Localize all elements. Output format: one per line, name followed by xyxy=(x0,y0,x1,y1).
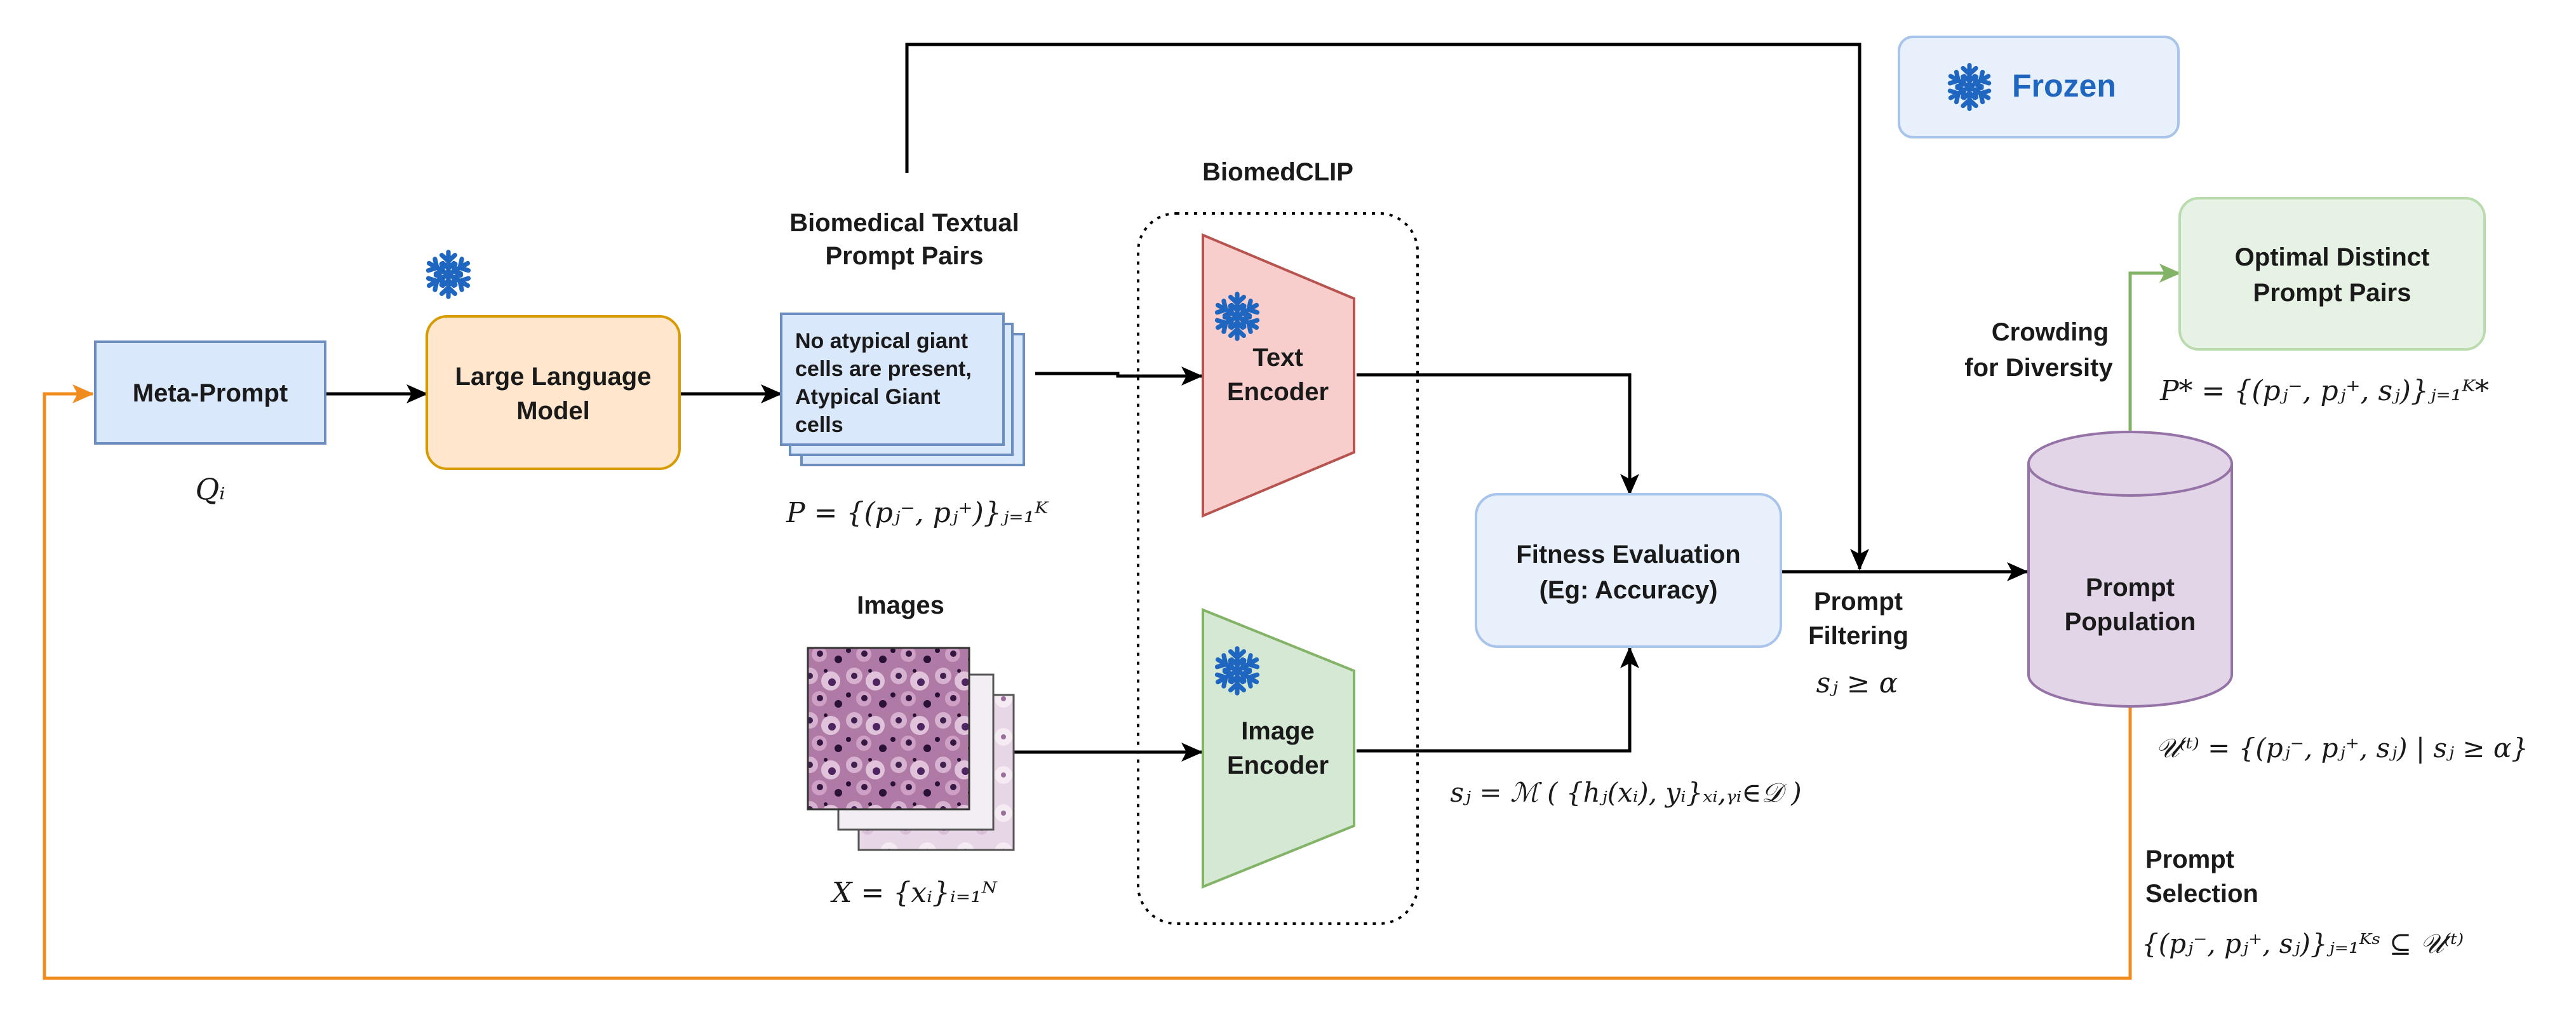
prompt-text-line4: cells xyxy=(795,413,843,437)
population-node: Prompt Population 𝒰⁽ᵗ⁾ = {(pⱼ⁻, pⱼ⁺, sⱼ)… xyxy=(2027,431,2528,764)
selection-label-line1: Prompt xyxy=(2145,845,2234,873)
population-math: 𝒰⁽ᵗ⁾ = {(pⱼ⁻, pⱼ⁺, sⱼ) | sⱼ ≥ α} xyxy=(2156,732,2528,764)
text-encoder-shape xyxy=(1202,232,1355,518)
optimal-label-line1: Optimal Distinct xyxy=(2235,243,2430,271)
prompt-pairs-math: P = {(pⱼ⁻, pⱼ⁺)}ⱼ₌₁ᴷ xyxy=(786,497,1049,529)
biomedclip-group: BiomedCLIP Text Encoder Image Encoder xyxy=(1137,158,1419,925)
filtering-label-line2: Filtering xyxy=(1808,622,1909,650)
fitness-label-line2: (Eg: Accuracy) xyxy=(1540,576,1718,604)
biomedclip-container xyxy=(1137,212,1419,925)
prompt-pairs-title-line1: Biomedical Textual xyxy=(789,209,1019,237)
connectors xyxy=(43,43,2181,980)
llm-node: Large Language Model xyxy=(426,252,681,470)
llm-snowflake-icon xyxy=(426,252,471,297)
optimal-label-line2: Prompt Pairs xyxy=(2253,279,2412,307)
arrow-population-to-optimal xyxy=(2128,264,2181,436)
image-encoder-shape xyxy=(1202,608,1355,889)
optimal-box xyxy=(2178,197,2486,351)
arrow-text-encoder-to-fitness xyxy=(1357,373,1639,495)
crowding-label-line1: Crowding xyxy=(1992,318,2109,346)
frozen-label: Frozen xyxy=(2012,68,2116,104)
filtering-label-line1: Prompt xyxy=(1814,588,1903,616)
meta-prompt-node: Meta-Prompt Qᵢ xyxy=(94,340,326,506)
population-label-line2: Population xyxy=(2065,608,2196,636)
filtering-math: sⱼ ≥ α xyxy=(1816,667,1898,699)
population-cylinder-top xyxy=(2027,431,2233,497)
llm-label-line2: Model xyxy=(516,397,590,425)
meta-prompt-math: Qᵢ xyxy=(196,472,225,506)
prompt-card-front xyxy=(780,313,1005,446)
filtering-node: Prompt Filtering sⱼ ≥ α xyxy=(1808,588,1909,699)
histology-image-front xyxy=(807,647,970,811)
prompt-text-line1: No atypical giant xyxy=(795,329,968,353)
meta-prompt-label: Meta-Prompt xyxy=(133,379,288,407)
prompt-pairs-node: Biomedical Textual Prompt Pairs No atypi… xyxy=(780,209,1049,529)
llm-box xyxy=(426,315,681,470)
optimal-math: P* = {(pⱼ⁻, pⱼ⁺, sⱼ)}ⱼ₌₁ᴷ* xyxy=(2159,375,2489,407)
selection-label-line2: Selection xyxy=(2145,880,2258,908)
population-cylinder-body xyxy=(2027,464,2233,708)
biomedclip-title: BiomedCLIP xyxy=(1202,158,1353,186)
frozen-legend: Frozen xyxy=(1898,36,2180,138)
arrow-image-encoder-to-fitness xyxy=(1357,647,1639,753)
prompt-text-line3: Atypical Giant xyxy=(795,385,941,409)
fitness-box xyxy=(1475,493,1782,648)
text-encoder-label-line2: Encoder xyxy=(1227,378,1329,406)
arrow-prompts-to-text-encoder xyxy=(1035,367,1203,386)
frozen-legend-box xyxy=(1898,36,2180,138)
images-title: Images xyxy=(857,591,944,619)
optimal-node: Optimal Distinct Prompt Pairs P* = {(pⱼ⁻… xyxy=(2159,197,2489,407)
image-encoder-label-line2: Encoder xyxy=(1227,751,1329,779)
crowding-label-line2: for Diversity xyxy=(1964,354,2113,382)
prompt-text-line2: cells are present, xyxy=(795,357,972,381)
images-math: X = {xᵢ}ᵢ₌₁ᴺ xyxy=(830,877,998,909)
fitness-node: Fitness Evaluation (Eg: Accuracy) sⱼ = ℳ… xyxy=(1450,493,1802,808)
arrow-selection-feedback xyxy=(43,384,2132,980)
arrow-prompts-to-filtering xyxy=(905,43,1869,570)
llm-label-line1: Large Language xyxy=(455,363,652,391)
crowding-label: Crowding for Diversity xyxy=(1964,318,2113,382)
text-encoder-label-line1: Text xyxy=(1252,344,1303,372)
population-label-line1: Prompt xyxy=(2086,574,2175,602)
meta-prompt-box xyxy=(94,340,326,445)
prompt-pairs-title-line2: Prompt Pairs xyxy=(826,242,984,270)
image-encoder-label-line1: Image xyxy=(1241,717,1315,745)
selection-math: {(pⱼ⁻, pⱼ⁺, sⱼ)}ⱼ₌₁ᴷˢ ⊆ 𝒰⁽ᵗ⁾ xyxy=(2142,928,2464,959)
images-node: Images X = {xᵢ}ᵢ₌₁ᴺ xyxy=(807,591,1015,909)
fitness-label-line1: Fitness Evaluation xyxy=(1516,541,1740,569)
selection-node: Prompt Selection {(pⱼ⁻, pⱼ⁺, sⱼ)}ⱼ₌₁ᴷˢ ⊆… xyxy=(2142,845,2464,959)
fitness-math: sⱼ = ℳ ( {hⱼ(xᵢ), yᵢ}ₓᵢ,ᵧᵢ∈𝒟 ) xyxy=(1450,777,1801,808)
